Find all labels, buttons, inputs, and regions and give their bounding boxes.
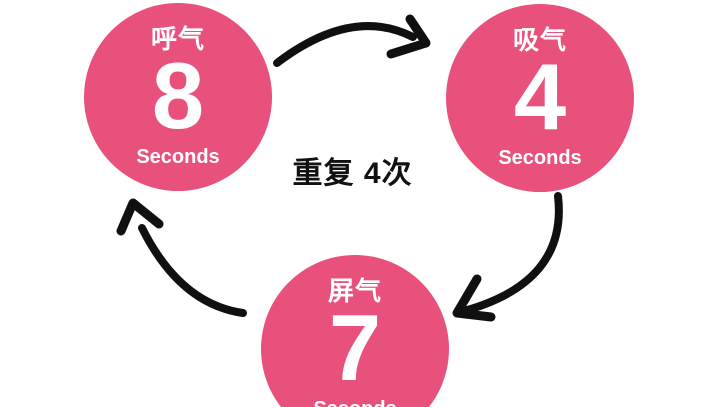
circle-inhale-unit: Seconds [498, 147, 582, 170]
circle-exhale-unit: Seconds [136, 146, 220, 169]
circle-hold-breath-value: 7 [328, 295, 382, 401]
arrow-inhale-to-hold-icon [452, 192, 563, 322]
circle-inhale-value: 4 [513, 44, 567, 150]
circle-hold-breath: 屏气 7 Seconds [261, 255, 449, 407]
circle-inhale-label: 吸气 [512, 24, 567, 55]
arrow-exhale-to-inhale-icon [273, 14, 431, 67]
circle-hold-breath-unit: Seconds [313, 398, 396, 407]
circle-inhale: 吸气 4 Seconds [446, 4, 634, 192]
circle-exhale-value: 8 [151, 43, 205, 149]
circle-exhale: 呼气 8 Seconds [84, 3, 272, 191]
repeat-count-label: 重复 4次 [292, 157, 413, 190]
circle-exhale-label: 呼气 [150, 23, 205, 54]
arrow-hold-to-exhale-icon [116, 198, 247, 317]
circle-hold-breath-label: 屏气 [327, 275, 382, 306]
